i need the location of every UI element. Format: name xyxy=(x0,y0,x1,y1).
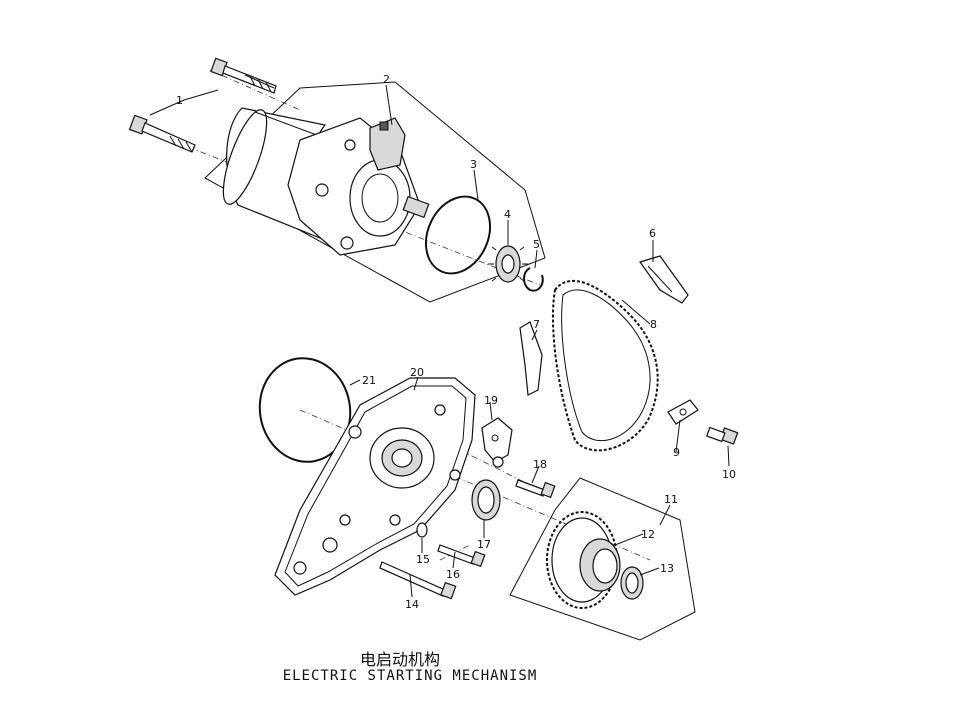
callout-6: 6 xyxy=(649,227,656,240)
callout-20: 20 xyxy=(410,366,424,379)
callout-11: 11 xyxy=(664,493,678,506)
callout-18: 18 xyxy=(533,458,547,471)
callout-9: 9 xyxy=(673,446,680,459)
callout-17: 17 xyxy=(477,538,491,551)
diagram-title-chinese: 电启动机构 xyxy=(359,650,440,669)
callout-15: 15 xyxy=(416,553,430,566)
part-21-gasket xyxy=(258,357,352,463)
callout-16: 16 xyxy=(446,568,460,581)
callout-12: 12 xyxy=(641,528,655,541)
part-3-o-ring xyxy=(424,195,492,275)
part-5-circlip xyxy=(523,267,544,292)
part-6-chain-guide xyxy=(639,255,689,304)
part-9-tensioner-plate xyxy=(667,399,699,425)
part-10-bolt xyxy=(706,426,739,445)
part-1-bolts xyxy=(128,57,277,153)
callout-5: 5 xyxy=(533,238,540,251)
part-2-starter-motor xyxy=(204,81,546,303)
callout-19: 19 xyxy=(484,394,498,407)
diagram-title-english: ELECTRIC STARTING MECHANISM xyxy=(282,668,538,684)
part-16-bolt xyxy=(437,544,486,568)
part-18-bolt xyxy=(515,479,556,499)
part-19-bracket xyxy=(481,417,513,468)
callout-labels: 1 2 3 4 5 6 7 8 9 10 11 12 13 14 15 16 1… xyxy=(176,73,736,611)
part-11-sprocket-assembly xyxy=(509,477,696,641)
callout-4: 4 xyxy=(504,208,511,221)
leader-lines xyxy=(149,84,730,598)
part-4-starter-sprocket xyxy=(488,245,528,283)
part-15-washer xyxy=(416,522,428,538)
callout-2: 2 xyxy=(383,73,390,86)
part-17-oil-seal xyxy=(471,479,501,521)
callout-7: 7 xyxy=(533,318,540,331)
part-14-long-bolt xyxy=(379,561,457,600)
callout-13: 13 xyxy=(660,562,674,575)
callout-1: 1 xyxy=(176,94,183,107)
part-13-seal xyxy=(620,566,644,600)
callout-3: 3 xyxy=(470,158,477,171)
part-8-drive-chain xyxy=(551,280,659,452)
part-20-cover xyxy=(274,377,476,596)
part-7-chain-slipper xyxy=(519,321,543,396)
callout-8: 8 xyxy=(650,318,657,331)
callout-21: 21 xyxy=(362,374,376,387)
callout-10: 10 xyxy=(722,468,736,481)
callout-14: 14 xyxy=(405,598,419,611)
part-12-driven-sprocket xyxy=(546,511,621,609)
